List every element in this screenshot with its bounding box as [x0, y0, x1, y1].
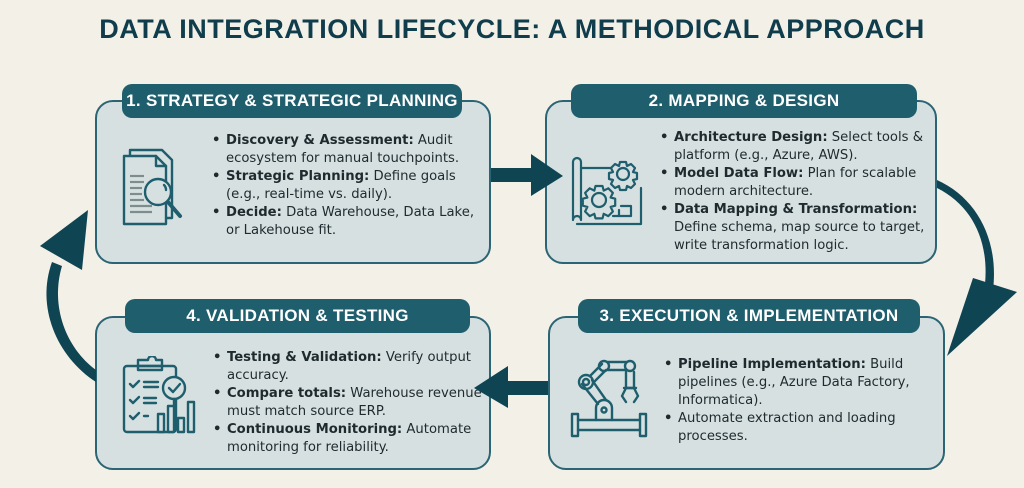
diagram-title: DATA INTEGRATION LIFECYCLE: A METHODICAL…	[99, 14, 925, 44]
bullet: Automate extraction and loading processe…	[664, 410, 940, 446]
step-1-header: 1. STRATEGY & STRATEGIC PLANNING	[122, 84, 462, 118]
clipboard-check-chart-icon	[122, 356, 196, 434]
bullet: Strategic Planning: Define goals (e.g., …	[212, 168, 482, 204]
robotic-arm-icon	[570, 359, 648, 438]
bullet: Architecture Design: Select tools & plat…	[660, 129, 932, 165]
bullet: Continuous Monitoring: Automate monitori…	[213, 421, 485, 457]
bullet: Discovery & Assessment: Audit ecosystem …	[212, 132, 482, 168]
step-3-header: 3. EXECUTION & IMPLEMENTATION	[578, 299, 920, 333]
step-1-bullets: Discovery & Assessment: Audit ecosystem …	[212, 132, 482, 240]
blueprint-gears-icon	[571, 156, 643, 226]
step-2-header: 2. MAPPING & DESIGN	[571, 84, 917, 118]
bullet: Data Mapping & Transformation: Define sc…	[660, 201, 932, 255]
arrow-right-icon	[491, 154, 563, 196]
bullet: Model Data Flow: Plan for scalable moder…	[660, 165, 932, 201]
step-4-bullets: Testing & Validation: Verify output accu…	[213, 349, 485, 457]
step-3-bullets: Pipeline Implementation: Build pipelines…	[664, 356, 940, 446]
bullet: Decide: Data Warehouse, Data Lake, or La…	[212, 204, 482, 240]
document-magnifier-icon	[122, 148, 182, 226]
bullet: Pipeline Implementation: Build pipelines…	[664, 356, 940, 410]
arrow-left-icon	[474, 366, 548, 408]
bullet: Testing & Validation: Verify output accu…	[213, 349, 485, 385]
step-2-bullets: Architecture Design: Select tools & plat…	[660, 129, 932, 255]
step-4-header: 4. VALIDATION & TESTING	[125, 299, 470, 333]
arrow-curve-up-icon	[40, 210, 96, 382]
arrow-curve-down-icon	[937, 180, 1017, 356]
bullet: Compare totals: Warehouse revenue must m…	[213, 385, 485, 421]
